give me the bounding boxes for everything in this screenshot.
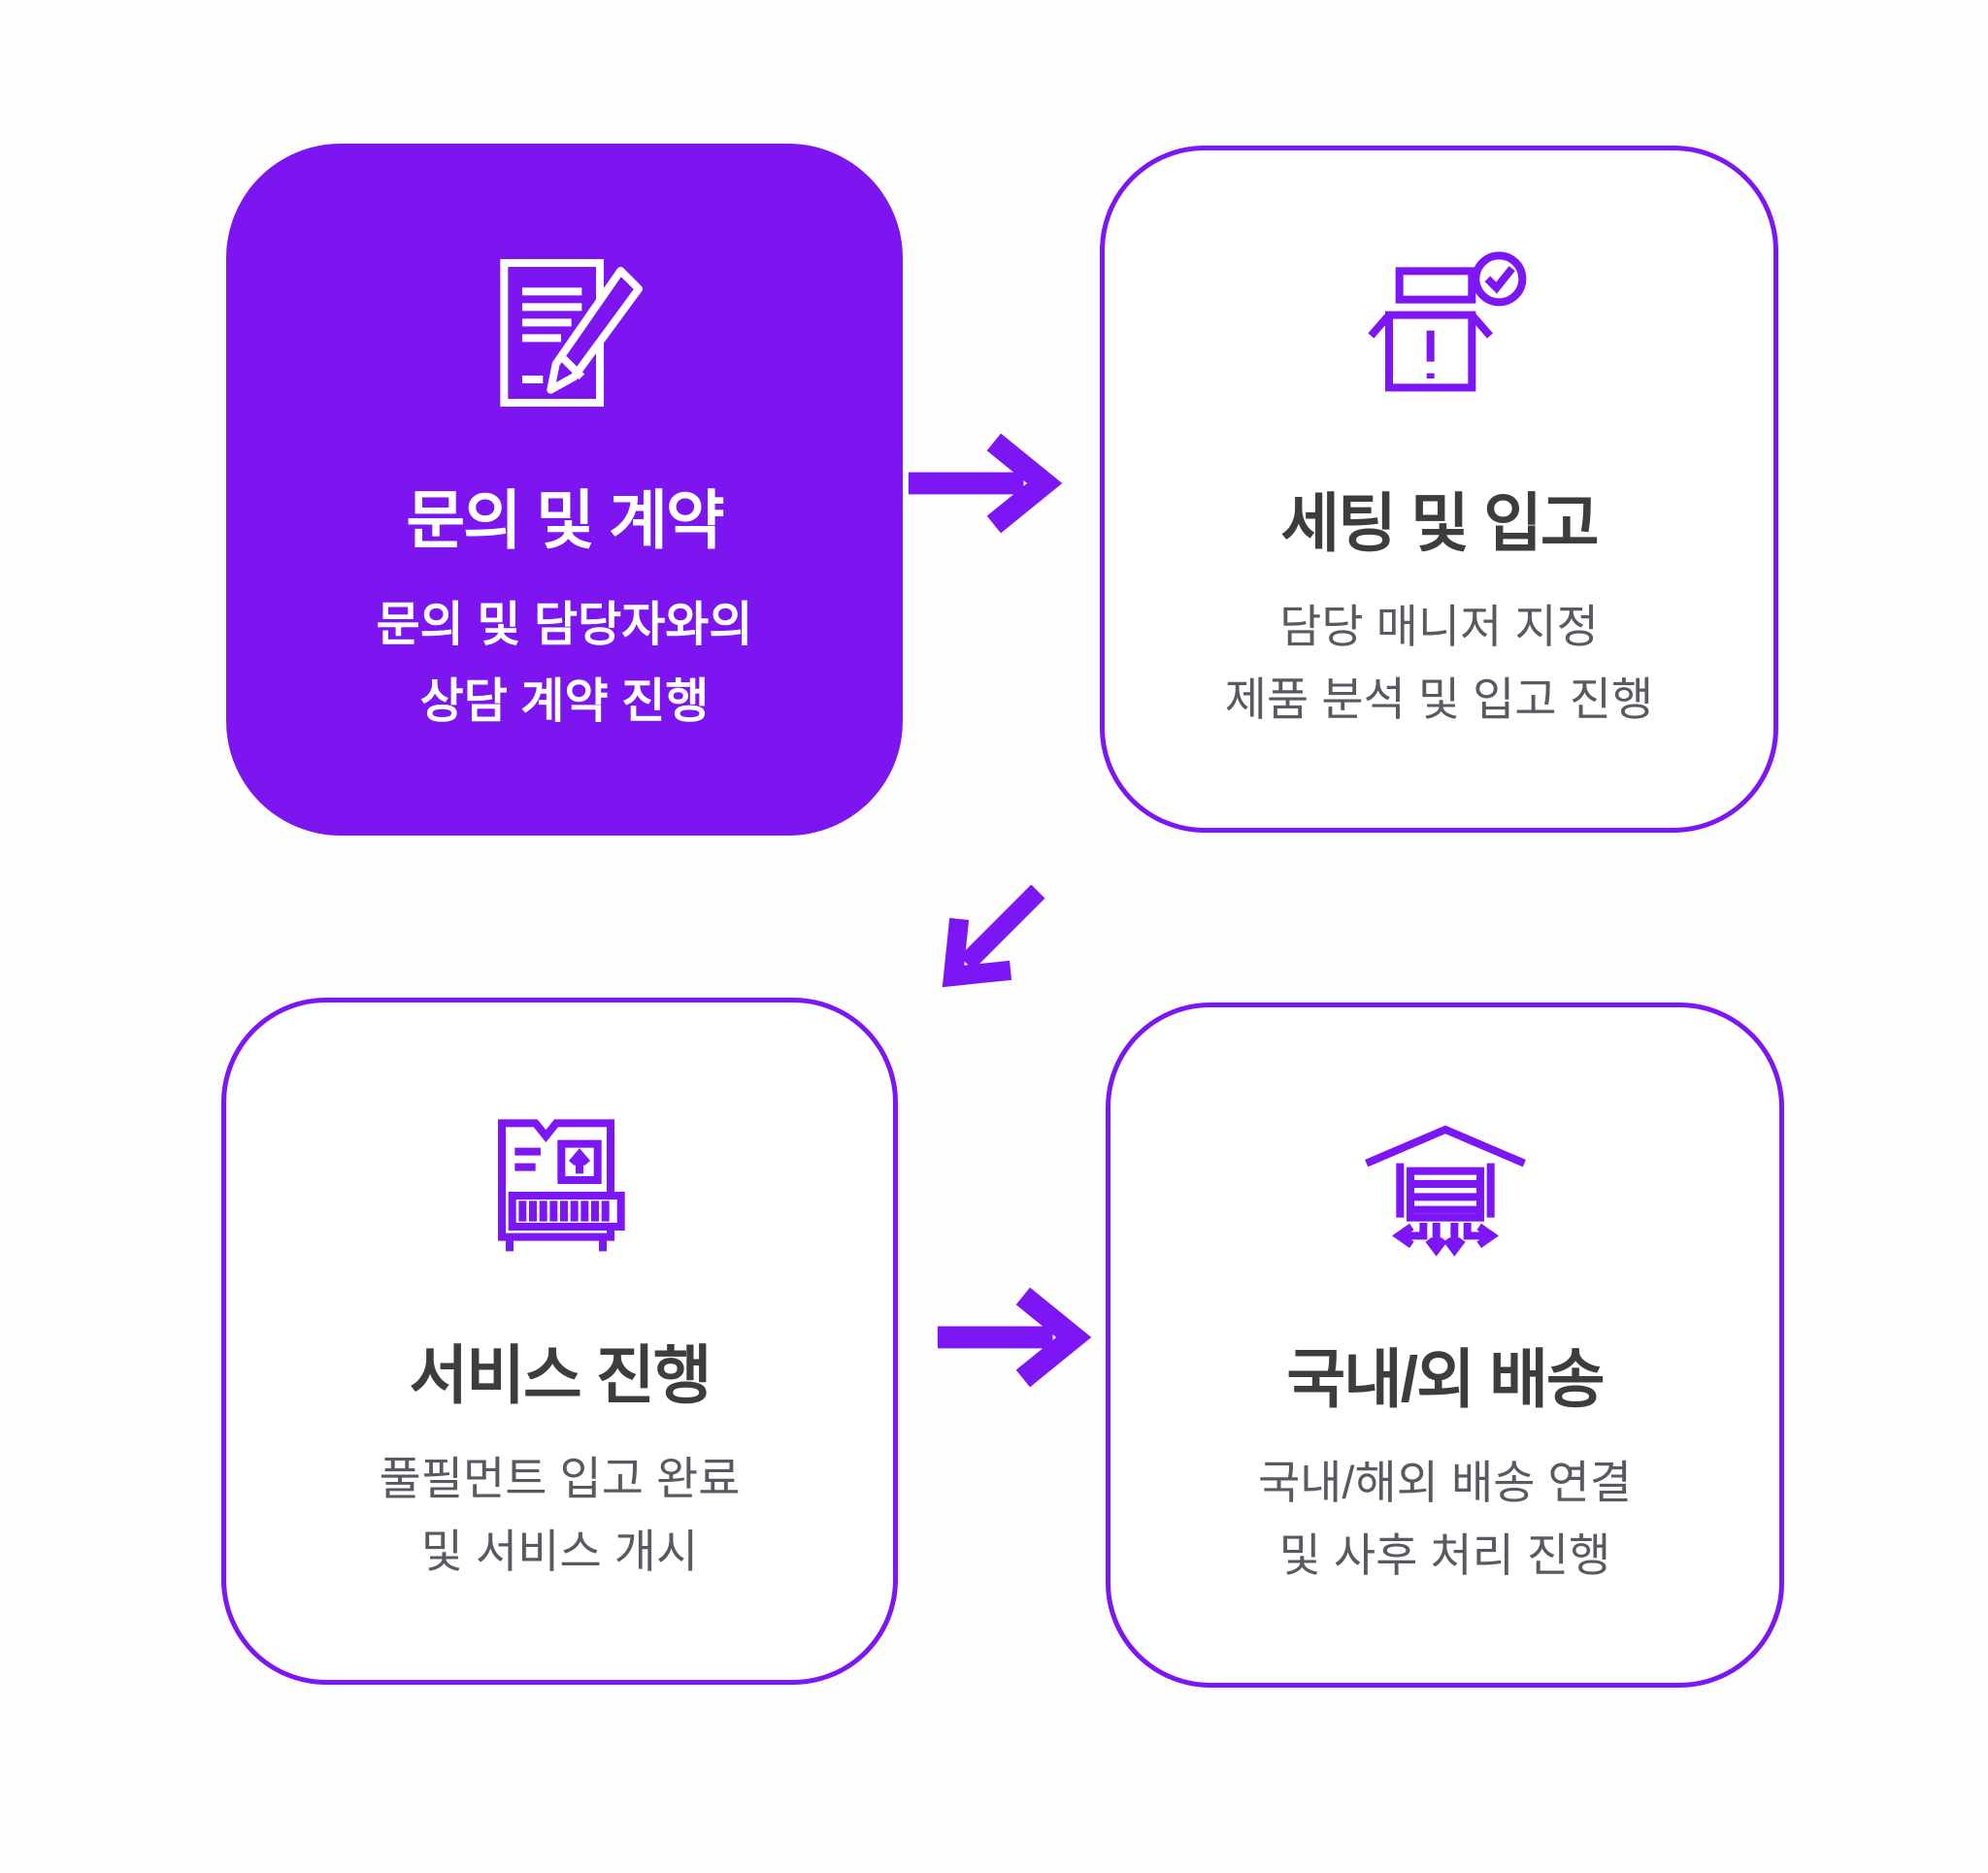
step-title: 서비스 진행 [409,1338,712,1411]
step-desc-line: 국내/해외 배송 연결 [1257,1456,1633,1508]
step-card-1: 문의 및 계약 문의 및 담당자와의 상담 계약 진행 [226,144,903,836]
step-title: 세팅 및 입고 [1280,486,1599,559]
arrow-right-icon [930,1273,1093,1401]
step-card-4: 국내/외 배송 국내/해외 배송 연결 및 사후 처리 진행 [1106,1002,1784,1688]
warehouse-dispatch-icon [1343,1099,1547,1293]
arrow-right-icon [901,419,1064,547]
step-desc-line: 풀필먼트 입고 완료 [379,1452,741,1504]
step-desc: 풀필먼트 입고 완료 및 서비스 개시 [379,1442,740,1588]
invoice-barcode-icon [458,1095,662,1289]
step-desc-line: 문의 및 담당자와의 [376,599,753,652]
step-card-2: 세팅 및 입고 담당 매니저 지정 제품 분석 및 입고 진행 [1100,146,1778,833]
step-desc: 문의 및 담당자와의 상담 계약 진행 [377,587,753,739]
step-card-3: 서비스 진행 풀필먼트 입고 완료 및 서비스 개시 [221,998,898,1685]
step-desc: 국내/해외 배송 연결 및 사후 처리 진행 [1258,1446,1632,1592]
step-desc-line: 제품 분석 및 입고 진행 [1224,674,1654,725]
step-desc-line: 담당 매니저 지정 [1279,600,1599,652]
arrow-down-left-icon [920,866,1064,1009]
step-desc-line: 상담 계약 진행 [419,674,710,728]
step-desc: 담당 매니저 지정 제품 분석 및 입고 진행 [1225,590,1653,736]
step-desc-line: 및 서비스 개시 [420,1526,699,1577]
box-check-icon [1338,243,1541,437]
step-title: 국내/외 배송 [1286,1342,1605,1415]
contract-pen-icon [463,240,667,434]
step-desc-line: 및 사후 처리 진행 [1278,1529,1611,1581]
step-title: 문의 및 계약 [406,484,724,557]
